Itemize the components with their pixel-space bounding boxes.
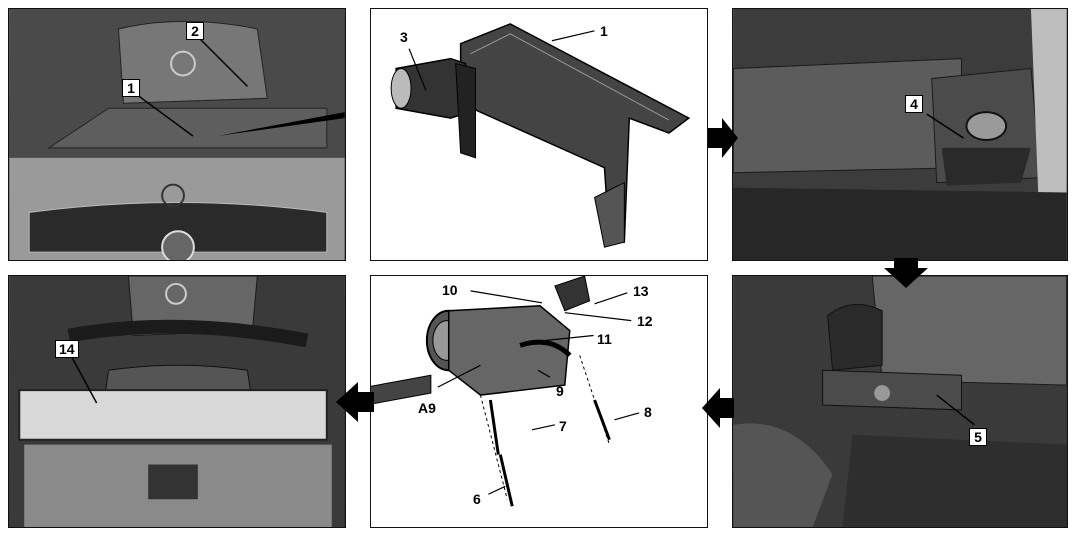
- callout-5: 5: [969, 428, 987, 446]
- arrow-left-icon: [702, 388, 734, 428]
- callout-14: 14: [55, 340, 79, 358]
- callout-11: 11: [597, 331, 612, 347]
- callout-10: 10: [442, 282, 458, 298]
- arrow-right-icon: [708, 118, 738, 158]
- callout-9: 9: [556, 383, 564, 399]
- arrow-left-icon: [336, 382, 374, 422]
- callout-8: 8: [644, 404, 652, 420]
- arrow-down-icon: [884, 258, 928, 288]
- compressor-drawing: [371, 276, 640, 507]
- engine-bay-photo-3: [733, 276, 1067, 527]
- callout-7: 7: [559, 418, 567, 434]
- panel-engine-cover-photo: 1 2: [8, 8, 346, 261]
- callout-2: 2: [186, 22, 204, 40]
- callout-4: 4: [905, 95, 923, 113]
- callout-3: 3: [400, 29, 408, 45]
- engine-bay-photo-2: [733, 9, 1067, 260]
- callout-A9: A9: [418, 400, 436, 416]
- panel-radiator-photo: 14: [8, 275, 346, 528]
- panel-intake-housing-photo: 4: [732, 8, 1068, 261]
- callout-12: 12: [637, 313, 653, 329]
- engine-bay-photo-1: [9, 9, 345, 260]
- air-duct-drawing: [390, 23, 691, 248]
- callout-13: 13: [633, 283, 649, 299]
- panel-air-duct-drawing: 1 3: [370, 8, 708, 261]
- panel-duct-removed-photo: 5: [732, 275, 1068, 528]
- callout-1: 1: [122, 79, 140, 97]
- panel-compressor-drawing: 10 13 12 11 9 A9 7 8 6: [370, 275, 708, 528]
- callout-6: 6: [473, 491, 481, 507]
- engine-bay-photo-4: [9, 276, 345, 527]
- callout-1: 1: [600, 23, 608, 39]
